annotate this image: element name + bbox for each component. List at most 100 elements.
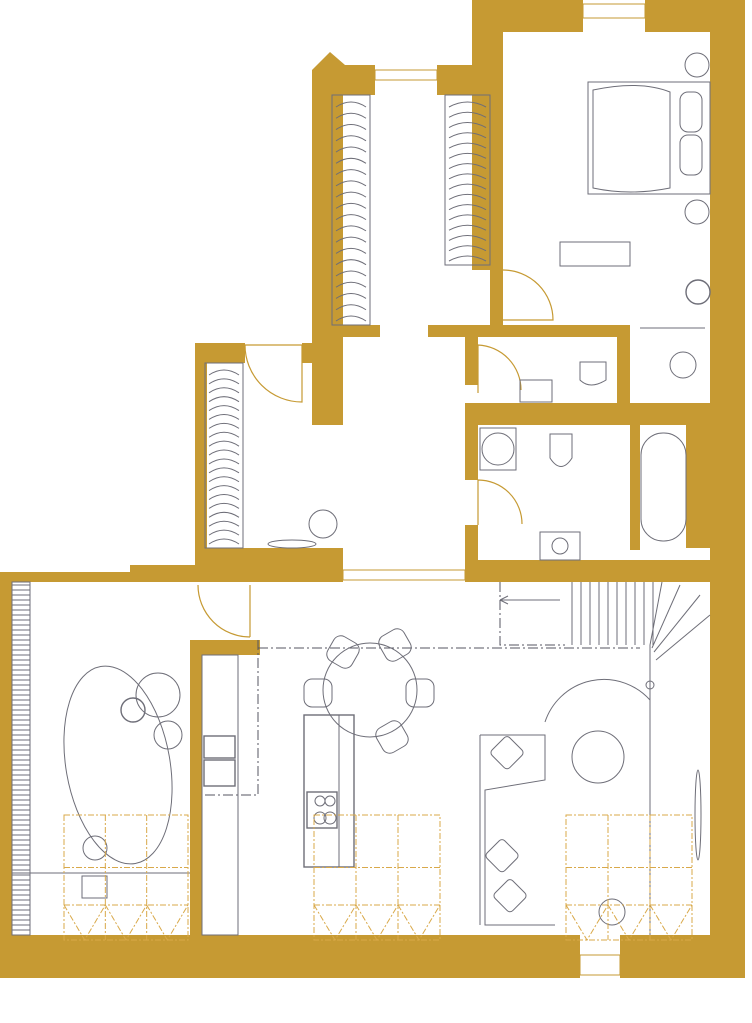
door-swing	[477, 344, 522, 393]
wall-segment	[195, 548, 343, 582]
hanger-icon	[335, 270, 367, 277]
hanger-icon	[208, 431, 240, 438]
side-table	[598, 898, 626, 926]
rug-outline	[565, 814, 693, 941]
lounge-chair	[135, 672, 181, 718]
furniture	[11, 52, 711, 936]
cooktop	[306, 791, 338, 829]
stair-tread	[653, 594, 701, 653]
wall-corner	[312, 52, 345, 95]
hanger-icon	[335, 315, 367, 322]
hanger-icon	[335, 157, 367, 164]
door-swing	[502, 269, 554, 321]
pouf	[308, 509, 338, 539]
wall-segment	[465, 525, 478, 565]
hanger-icon	[208, 502, 240, 509]
rug-oval	[63, 665, 173, 865]
oven	[203, 759, 236, 787]
shower-tray	[479, 427, 517, 471]
newel-post	[645, 680, 655, 690]
sink-basin	[551, 537, 569, 555]
window	[342, 569, 466, 581]
wall-shelving	[11, 581, 31, 936]
stair-tread	[655, 614, 711, 661]
hanger-icon	[208, 494, 240, 500]
hanger-icon	[448, 122, 487, 128]
wall-segment	[195, 343, 207, 582]
hanger-icon	[208, 449, 240, 456]
desk-chair	[82, 835, 108, 861]
bathtub	[640, 432, 687, 542]
hanger-icon	[448, 163, 487, 170]
beam-line	[205, 640, 259, 796]
hanger-icon	[208, 476, 240, 483]
door-swing	[244, 344, 303, 403]
oven	[203, 735, 236, 759]
hanger-icon	[335, 281, 367, 288]
hanger-icon	[208, 458, 240, 465]
floor-lamp-arc	[544, 678, 651, 723]
rug-pattern	[146, 904, 189, 941]
dining-chair	[405, 678, 435, 708]
nightstand-lamp	[684, 52, 710, 78]
hanger-icon	[448, 214, 487, 221]
wall-segment	[0, 572, 12, 978]
hanger-icon	[448, 132, 487, 139]
stair-tread	[651, 584, 681, 649]
laptop	[81, 875, 108, 899]
hanger-icon	[448, 111, 487, 118]
hanger-icon	[208, 387, 240, 394]
rug-outline	[313, 814, 441, 941]
desk	[559, 241, 631, 267]
wall-segment	[472, 0, 503, 270]
hanger-icon	[335, 214, 367, 221]
hanger-icon	[208, 538, 240, 545]
rug-pattern	[397, 904, 441, 941]
hanger-icon	[448, 152, 487, 159]
toilet	[549, 433, 573, 467]
wall-segment	[302, 343, 312, 363]
rug-pattern	[649, 904, 693, 941]
wall-segment	[630, 425, 640, 550]
toilet	[579, 361, 607, 386]
wall-segment	[0, 935, 580, 978]
wardrobe-left	[331, 94, 371, 326]
burner-icon	[313, 811, 327, 825]
wall-segment	[190, 640, 260, 655]
hanger-icon	[448, 224, 487, 231]
stair-direction-arrow	[499, 595, 560, 605]
nightstand-lamp	[684, 199, 710, 225]
wall-segment	[428, 325, 630, 337]
hanger-icon	[335, 124, 367, 130]
wardrobe-closet	[204, 362, 244, 549]
wall-segment	[190, 640, 202, 935]
door-swing	[197, 584, 251, 638]
hanger-icon	[335, 304, 367, 311]
dining-chair	[326, 635, 360, 669]
rug-pattern	[104, 904, 148, 941]
hanger-icon	[335, 135, 367, 142]
wall-segment	[312, 70, 343, 340]
walls	[0, 0, 745, 978]
rug-pattern	[355, 904, 399, 941]
door-swing	[477, 479, 523, 525]
dining-table	[322, 642, 418, 738]
rug-pattern	[607, 904, 651, 941]
bench	[267, 539, 317, 549]
stair-landing-line	[499, 582, 565, 646]
kitchen-island	[303, 714, 355, 868]
rug-outline	[63, 814, 189, 941]
hanger-icon	[208, 378, 240, 385]
burner-icon	[314, 795, 326, 807]
shower-drain	[669, 351, 697, 379]
rugs	[63, 814, 693, 941]
wall-segment	[343, 325, 380, 337]
hanger-icon	[448, 245, 487, 252]
hanger-icon	[208, 413, 240, 420]
hanger-icon	[335, 236, 367, 243]
hanger-icon	[208, 422, 240, 429]
hanger-icon	[448, 193, 487, 200]
wall-segment	[465, 560, 745, 582]
windows	[342, 3, 646, 976]
hanger-icon	[208, 511, 240, 518]
